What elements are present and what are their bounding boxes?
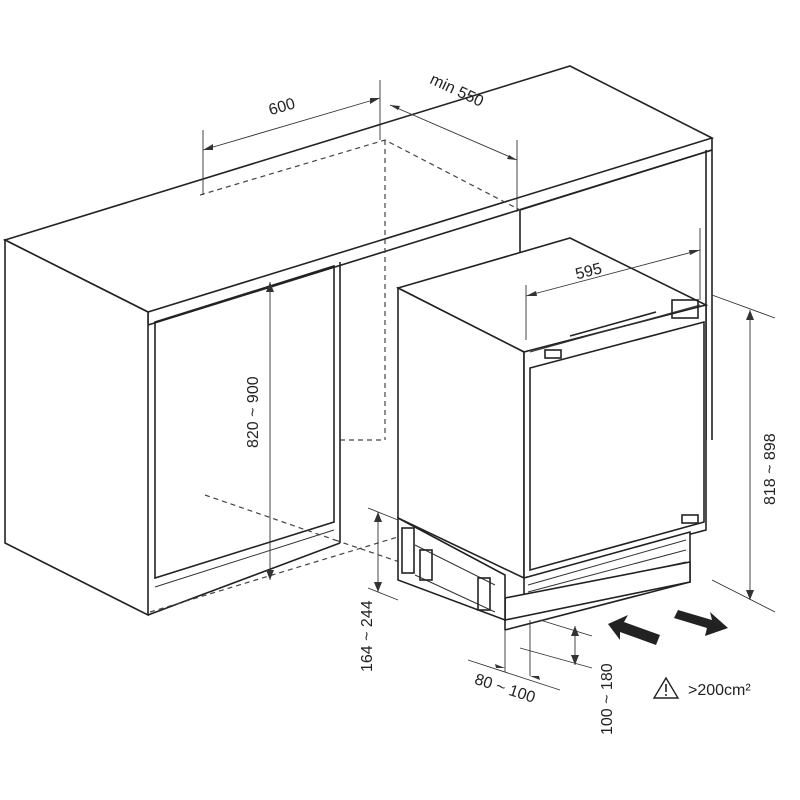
dim-100-180-label: 100 ~ 180 (599, 663, 616, 735)
dim-820-900 (266, 282, 274, 580)
dim-164-244 (367, 507, 399, 601)
dim-595 (525, 228, 701, 340)
dim-595-label: 595 (574, 260, 604, 283)
dim-600-label: 600 (267, 95, 297, 119)
airflow-out-arrow (674, 610, 728, 636)
dim-820-900-label: 820 ~ 900 (245, 376, 262, 448)
dim-100-180 (519, 619, 593, 669)
dim-164-244-label: 164 ~ 244 (359, 600, 376, 672)
dim-80-100 (467, 620, 561, 691)
airflow-in-arrow (608, 615, 660, 645)
appliance-body (395, 237, 709, 580)
appliance-adjustable-feet (397, 516, 506, 622)
dim-818-898-label: 818 ~ 898 (762, 433, 779, 505)
appliance-plinth-grille (504, 530, 691, 631)
ventilation-area-label: >200cm² (688, 682, 751, 699)
dim-818-898 (711, 294, 776, 613)
dim-600 (202, 80, 381, 195)
warning-triangle-icon (652, 676, 680, 699)
niche-outline (149, 139, 521, 613)
dim-80-100-label: 80 ~ 100 (472, 671, 537, 707)
cabinet-left (4, 238, 341, 617)
dim-min-550 (389, 104, 518, 212)
